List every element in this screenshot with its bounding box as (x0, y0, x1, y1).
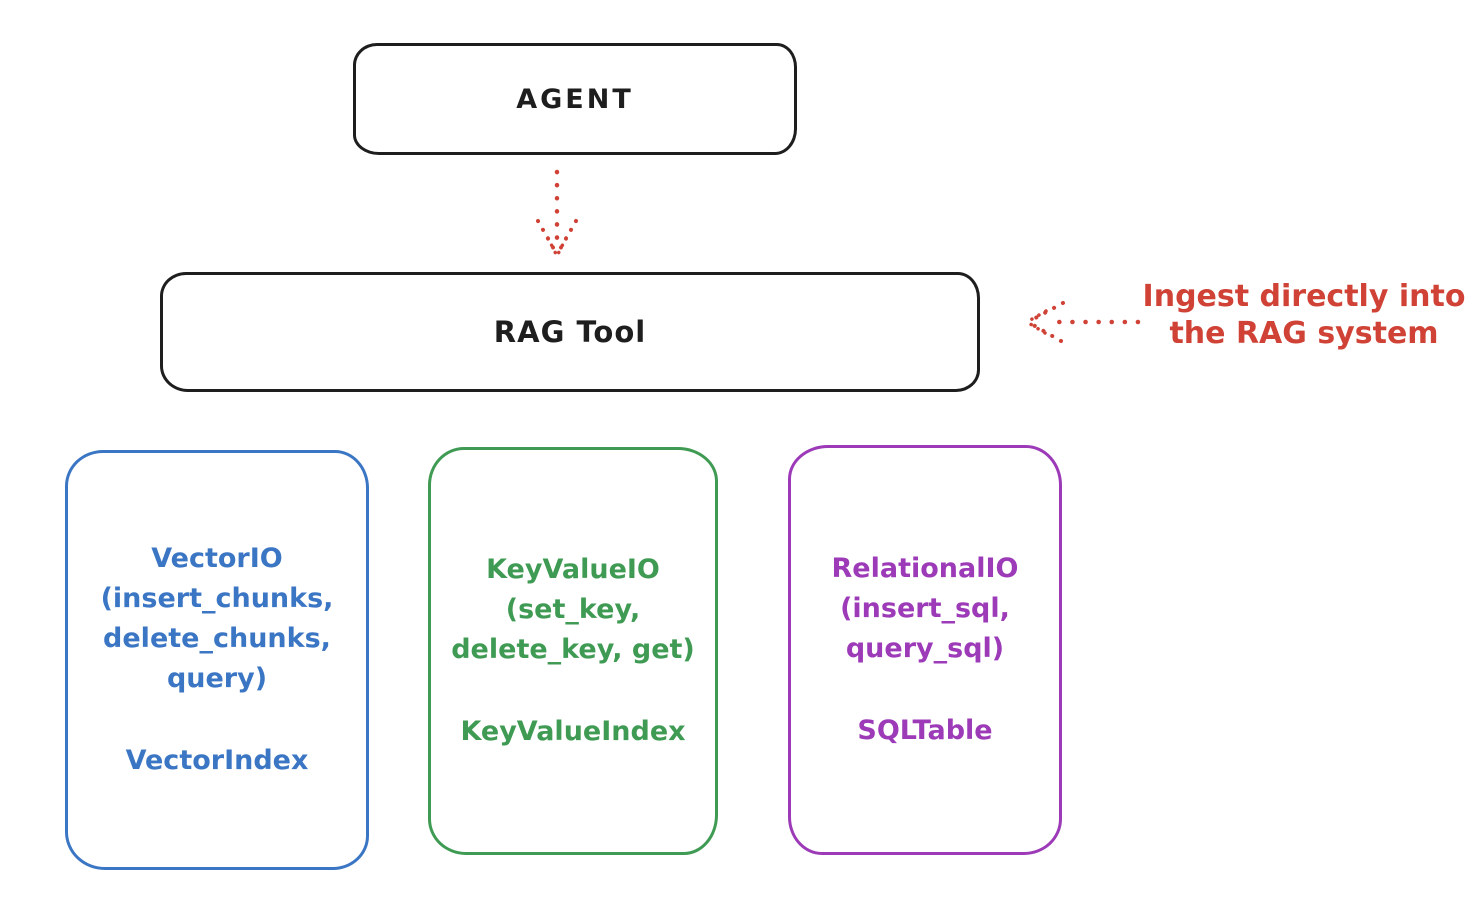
agent-node: AGENT (353, 43, 797, 155)
agent-label: AGENT (516, 83, 634, 115)
dotted-down-arrow-icon (536, 169, 578, 256)
vector-io-methods: VectorIO (insert_chunks, delete_chunks, … (100, 543, 334, 694)
keyvalue-io-card: KeyValueIO (set_key, delete_key, get) Ke… (428, 447, 718, 855)
keyvalue-io-methods: KeyValueIO (set_key, delete_key, get) (451, 554, 695, 665)
rag-tool-node: RAG Tool (160, 272, 980, 392)
ingest-annotation: Ingest directly into the RAG system (1142, 279, 1466, 351)
keyvalue-index-label: KeyValueIndex (460, 716, 686, 747)
sql-table-label: SQLTable (857, 715, 993, 746)
relational-io-methods: RelationalIO (insert_sql, query_sql) (831, 553, 1019, 664)
relational-io-card: RelationalIO (insert_sql, query_sql) SQL… (788, 445, 1062, 855)
vector-index-label: VectorIndex (125, 745, 309, 776)
dotted-left-arrow-icon (1025, 301, 1141, 343)
rag-tool-label: RAG Tool (493, 315, 647, 349)
vector-io-card: VectorIO (insert_chunks, delete_chunks, … (65, 450, 369, 870)
